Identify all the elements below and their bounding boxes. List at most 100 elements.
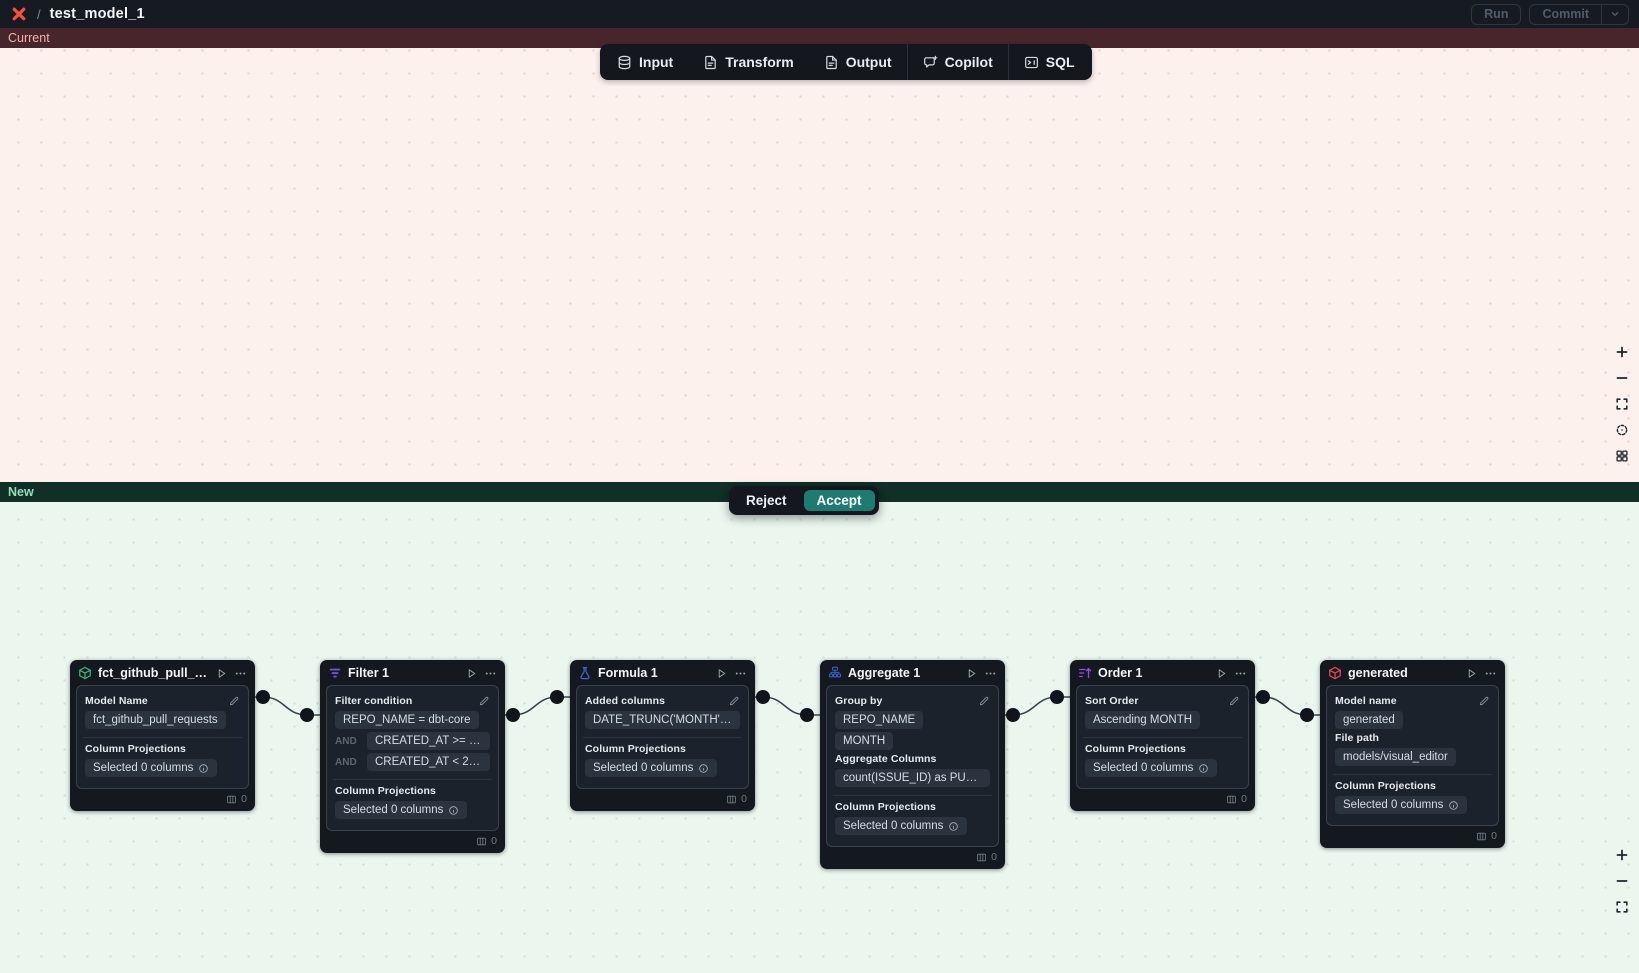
more-icon[interactable] <box>484 667 497 680</box>
play-icon[interactable] <box>1465 667 1478 680</box>
info-icon[interactable] <box>1448 800 1459 811</box>
node-column-count[interactable]: 0 <box>570 789 755 811</box>
toolbar-item-transform[interactable]: Transform <box>688 44 808 80</box>
more-icon[interactable] <box>984 667 997 680</box>
more-icon[interactable] <box>234 667 247 680</box>
play-icon[interactable] <box>1215 667 1228 680</box>
node-column-count[interactable]: 0 <box>320 831 505 853</box>
toolbar-item-copilot[interactable]: Copilot <box>908 44 1008 80</box>
edge-endpoint[interactable] <box>1006 708 1020 722</box>
value-pill[interactable]: Selected 0 columns <box>1085 759 1218 777</box>
value-pill[interactable]: Selected 0 columns <box>1335 796 1468 814</box>
value-pill[interactable]: Selected 0 columns <box>335 801 468 819</box>
node-column-count[interactable]: 0 <box>70 789 255 811</box>
field-label-row: Column Projections <box>1085 743 1240 755</box>
node-fct-github-pull-requests[interactable]: fct_github_pull_requestsModel Namefct_gi… <box>70 660 255 811</box>
edge-endpoint[interactable] <box>800 708 814 722</box>
value-pill[interactable]: CREATED_AT < 2025-03-01 <box>367 753 490 771</box>
zoom-control-fit-view[interactable] <box>1611 393 1633 415</box>
value-pill[interactable]: fct_github_pull_requests <box>85 711 226 729</box>
edge-endpoint[interactable] <box>1050 690 1064 704</box>
more-icon[interactable] <box>734 667 747 680</box>
play-icon[interactable] <box>965 667 978 680</box>
value-pill-text: generated <box>1343 714 1395 726</box>
edge-endpoint[interactable] <box>256 690 270 704</box>
toolbar-item-input[interactable]: Input <box>602 44 688 80</box>
zoom-control-plus[interactable] <box>1611 341 1633 363</box>
toolbar-item-sql[interactable]: SQL <box>1009 44 1090 80</box>
value-pill[interactable]: REPO_NAME <box>835 711 924 729</box>
value-pill[interactable]: MONTH <box>835 732 894 750</box>
column-count-value: 0 <box>1241 793 1247 805</box>
value-pill[interactable]: Selected 0 columns <box>585 759 718 777</box>
value-pill[interactable]: Ascending MONTH <box>1085 711 1201 729</box>
edge-endpoint[interactable] <box>1300 708 1314 722</box>
new-canvas[interactable]: fct_github_pull_requestsModel Namefct_gi… <box>0 502 1639 973</box>
pencil-icon[interactable] <box>1478 695 1490 707</box>
play-icon[interactable] <box>715 667 728 680</box>
section-divider <box>833 795 992 796</box>
value-pill[interactable]: Selected 0 columns <box>85 759 218 777</box>
value-pill[interactable]: CREATED_AT >= 2024-12-01 <box>367 732 490 750</box>
commit-dropdown-button[interactable] <box>1601 4 1628 24</box>
value-pill[interactable]: REPO_NAME = dbt-core <box>335 711 479 729</box>
edge-endpoint[interactable] <box>1256 690 1270 704</box>
edge-endpoint[interactable] <box>506 708 520 722</box>
more-icon[interactable] <box>1234 667 1247 680</box>
accept-button[interactable]: Accept <box>803 490 875 511</box>
field-label-row: File path <box>1335 732 1490 744</box>
edge-endpoint[interactable] <box>550 690 564 704</box>
info-icon[interactable] <box>948 821 959 832</box>
info-icon[interactable] <box>448 805 459 816</box>
node-column-count[interactable]: 0 <box>1320 826 1505 848</box>
pencil-icon[interactable] <box>1228 695 1240 707</box>
column-count-value: 0 <box>991 851 997 863</box>
pencil-icon[interactable] <box>978 695 990 707</box>
commit-button[interactable]: Commit <box>1530 5 1601 24</box>
zoom-control-plus[interactable] <box>1611 844 1633 866</box>
node-column-count[interactable]: 0 <box>1070 789 1255 811</box>
info-icon[interactable] <box>198 763 209 774</box>
field-label: Filter condition <box>335 695 413 707</box>
toolbar-item-output[interactable]: Output <box>809 44 907 80</box>
value-pill[interactable]: generated <box>1335 711 1403 729</box>
zoom-control-fit-view[interactable] <box>1611 896 1633 918</box>
pencil-icon[interactable] <box>478 695 490 707</box>
play-icon[interactable] <box>215 667 228 680</box>
pencil-icon[interactable] <box>728 695 740 707</box>
value-pill[interactable]: Selected 0 columns <box>835 817 968 835</box>
zoom-control-minus[interactable] <box>1611 367 1633 389</box>
info-icon[interactable] <box>1198 763 1209 774</box>
node-column-count[interactable]: 0 <box>820 847 1005 869</box>
zoom-control-minimap[interactable] <box>1611 445 1633 467</box>
value-row: Selected 0 columns <box>1335 796 1490 814</box>
value-pill[interactable]: models/visual_editor <box>1335 748 1456 766</box>
play-icon[interactable] <box>465 667 478 680</box>
run-button[interactable]: Run <box>1471 3 1522 25</box>
node-title: Order 1 <box>1098 666 1143 680</box>
more-icon[interactable] <box>1484 667 1497 680</box>
edge-endpoint[interactable] <box>300 708 314 722</box>
pencil-icon[interactable] <box>228 695 240 707</box>
zoom-control-minus[interactable] <box>1611 870 1633 892</box>
field-label-row: Added columns <box>585 695 740 707</box>
toolbar-item-label: Input <box>639 54 674 70</box>
value-row: fct_github_pull_requests <box>85 711 240 729</box>
reject-button[interactable]: Reject <box>733 490 800 511</box>
value-pill[interactable]: DATE_TRUNC('MONTH', CREATED_AT… <box>585 711 740 729</box>
value-pill[interactable]: count(ISSUE_ID) as PULL_REQUEST_… <box>835 769 990 787</box>
edge-endpoint[interactable] <box>756 690 770 704</box>
info-icon[interactable] <box>698 763 709 774</box>
zoom-control-locate[interactable] <box>1611 419 1633 441</box>
dbt-logo-icon[interactable] <box>10 5 28 23</box>
app-header: / test_model_1 Run Commit <box>0 0 1639 28</box>
field-label-row: Column Projections <box>835 801 990 813</box>
